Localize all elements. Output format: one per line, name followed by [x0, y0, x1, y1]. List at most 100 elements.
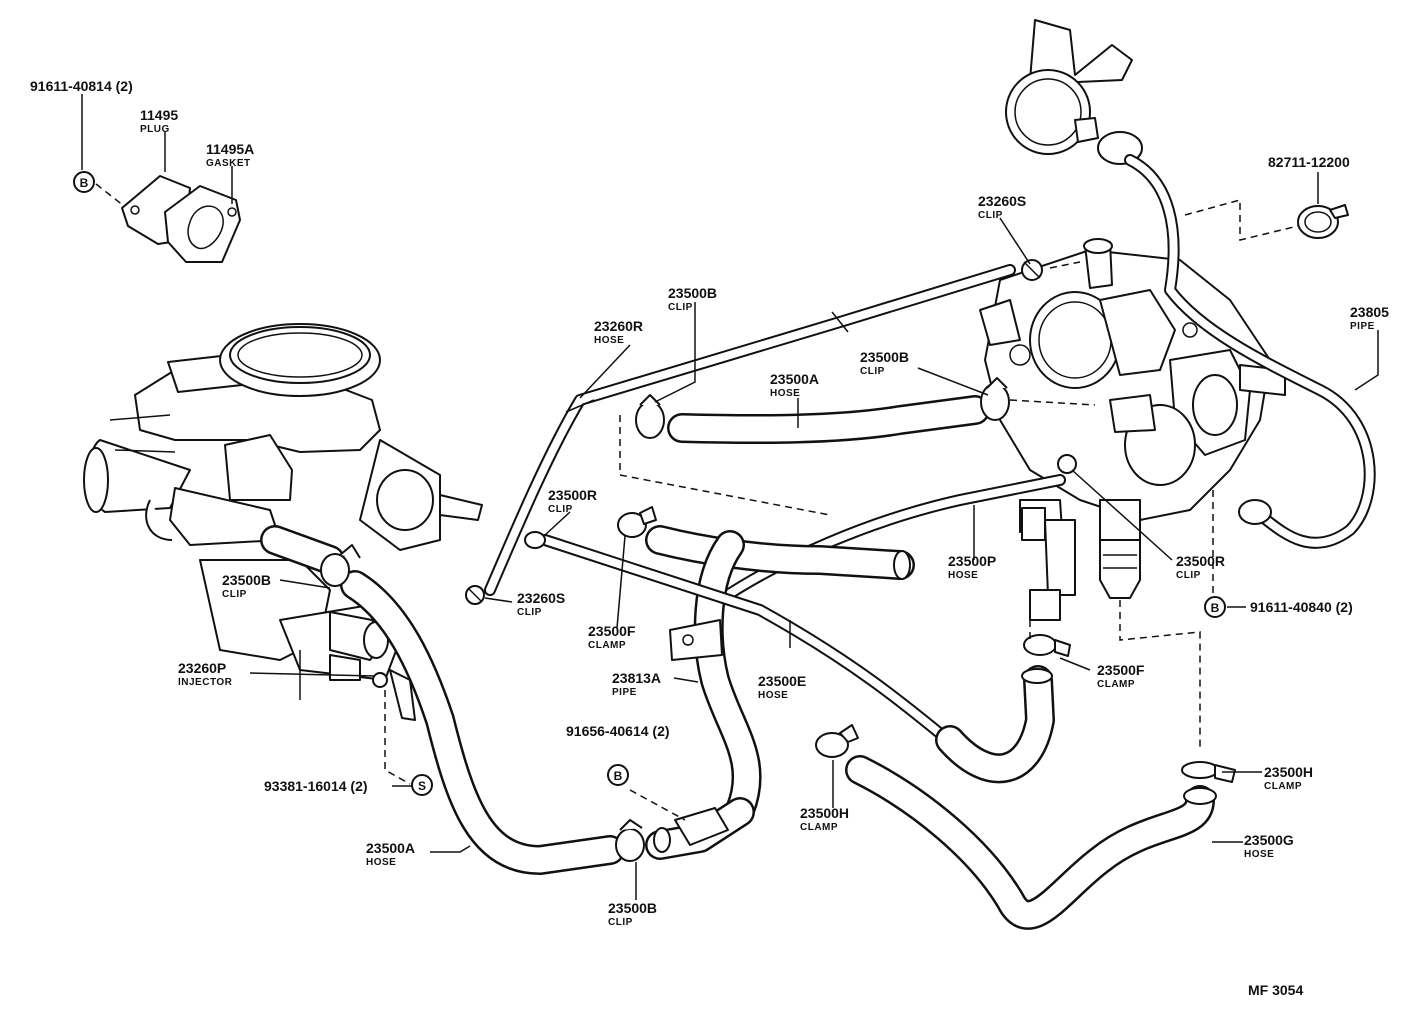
svg-text:B: B: [80, 176, 89, 190]
callout-23500b-clip-bottom: 23500B CLIP: [608, 900, 657, 928]
hose-23500g: [845, 755, 1217, 930]
svg-text:23260P: 23260P: [178, 660, 226, 676]
gasket-11495a: [164, 185, 241, 263]
svg-text:93381-16014 (2): 93381-16014 (2): [264, 778, 368, 794]
svg-text:CLIP: CLIP: [548, 504, 573, 515]
svg-text:23260S: 23260S: [978, 193, 1026, 209]
leader-lines: [81, 94, 1379, 900]
vacuum-switch: [1005, 19, 1143, 165]
svg-text:CLAMP: CLAMP: [1264, 781, 1302, 792]
callout-91656-40614: 91656-40614 (2): [566, 723, 670, 739]
hose-23500p: [714, 474, 1066, 606]
svg-text:CLIP: CLIP: [978, 210, 1003, 221]
svg-text:23813A: 23813A: [612, 670, 661, 686]
clamp-23500f-left: [617, 506, 657, 538]
callout-93381-16014: 93381-16014 (2): [264, 778, 368, 794]
regulator-nozzles: [1021, 507, 1141, 621]
callout-11495a-gasket: 11495A GASKET: [206, 141, 254, 169]
screw-dash: [384, 690, 411, 785]
callout-23260p-injector: 23260P INJECTOR: [178, 660, 233, 688]
svg-text:B: B: [614, 769, 623, 783]
svg-text:CLAMP: CLAMP: [800, 822, 838, 833]
svg-text:HOSE: HOSE: [948, 570, 978, 581]
svg-text:CLAMP: CLAMP: [588, 640, 626, 651]
pipe-23805: [1124, 154, 1376, 549]
svg-text:11495: 11495: [140, 107, 178, 123]
svg-text:23500H: 23500H: [800, 805, 849, 821]
bolt-symbol-top-left: B: [73, 171, 95, 193]
callout-23805-pipe: 23805 PIPE: [1350, 304, 1389, 332]
dash-23500b-top: [619, 415, 831, 516]
clip-23260s-upper: [1021, 259, 1043, 281]
svg-text:S: S: [418, 779, 426, 793]
clip-23500b-top: [635, 394, 665, 439]
hose-23500a-lower: [340, 570, 625, 875]
callout-23500b-clip-regulator: 23500B CLIP: [860, 349, 909, 377]
callout-23500r-clip-left: 23500R CLIP: [548, 487, 597, 515]
clip-23500r-right: [1057, 454, 1077, 474]
svg-text:GASKET: GASKET: [206, 158, 251, 169]
svg-text:23500A: 23500A: [770, 371, 819, 387]
hose-23500a-lower-end: [645, 797, 755, 860]
svg-text:B: B: [1211, 601, 1220, 615]
svg-text:CLIP: CLIP: [860, 366, 885, 377]
svg-text:23500B: 23500B: [222, 572, 271, 588]
svg-text:91611-40814 (2): 91611-40814 (2): [30, 78, 133, 94]
svg-text:23500H: 23500H: [1264, 764, 1313, 780]
svg-text:CLAMP: CLAMP: [1097, 679, 1135, 690]
callout-23500r-clip-right: 23500R CLIP: [1176, 553, 1225, 581]
svg-text:23500E: 23500E: [758, 673, 806, 689]
clamp-23500h-middle: [815, 724, 859, 758]
svg-text:23500F: 23500F: [588, 623, 636, 639]
callout-23500h-clamp-middle: 23500H CLAMP: [800, 805, 849, 833]
callout-23500a-hose-lower: 23500A HOSE: [366, 840, 415, 868]
hose-23500a-upper: [667, 395, 990, 445]
svg-text:23500R: 23500R: [1176, 553, 1225, 569]
svg-text:23500G: 23500G: [1244, 832, 1294, 848]
callout-23260r-hose: 23260R HOSE: [594, 318, 643, 346]
svg-text:INJECTOR: INJECTOR: [178, 677, 233, 688]
svg-text:91611-40840 (2): 91611-40840 (2): [1250, 599, 1353, 615]
screw-symbol: S: [411, 774, 433, 796]
svg-text:CLIP: CLIP: [1176, 570, 1201, 581]
pipe-23813a: [645, 525, 915, 825]
svg-text:CLIP: CLIP: [608, 917, 633, 928]
svg-text:82711-12200: 82711-12200: [1268, 154, 1350, 170]
svg-text:PIPE: PIPE: [1350, 321, 1375, 332]
svg-text:PIPE: PIPE: [612, 687, 637, 698]
svg-text:23260R: 23260R: [594, 318, 643, 334]
callout-23500p-hose: 23500P HOSE: [948, 553, 996, 581]
callout-91611-40814: 91611-40814 (2): [30, 78, 133, 94]
svg-text:23805: 23805: [1350, 304, 1389, 320]
callout-23500g-hose: 23500G HOSE: [1244, 832, 1294, 860]
regulator-assembly: [979, 238, 1286, 541]
callout-23500b-clip-top: 23500B CLIP: [668, 285, 717, 313]
dash-clamp-82711: [1184, 199, 1299, 241]
clip-23500b-regulator: [980, 377, 1010, 421]
svg-text:23500R: 23500R: [548, 487, 597, 503]
svg-text:HOSE: HOSE: [758, 690, 788, 701]
callout-23500b-clip-left: 23500B CLIP: [222, 572, 271, 600]
svg-text:CLIP: CLIP: [222, 589, 247, 600]
svg-text:CLIP: CLIP: [517, 607, 542, 618]
bolt-symbol-right: B: [1204, 596, 1226, 618]
dash-regulator-clip: [1009, 399, 1096, 406]
svg-text:HOSE: HOSE: [366, 857, 396, 868]
callout-23500f-clamp-right: 23500F CLAMP: [1097, 662, 1145, 690]
callout-11495-plug: 11495 PLUG: [140, 107, 178, 135]
clamp-23500h-right: [1181, 761, 1236, 783]
svg-text:PLUG: PLUG: [140, 124, 170, 135]
svg-text:23500P: 23500P: [948, 553, 996, 569]
clip-23500r-left: [524, 531, 546, 549]
svg-text:23500A: 23500A: [366, 840, 415, 856]
svg-text:23260S: 23260S: [517, 590, 565, 606]
svg-text:CLIP: CLIP: [668, 302, 693, 313]
bolt-symbol-bottom: B: [607, 764, 629, 786]
clip-23260s-left: [465, 585, 485, 605]
dash-23260s-hose: [1049, 261, 1081, 269]
svg-text:23500F: 23500F: [1097, 662, 1145, 678]
hose-23500b-left-stub: [260, 525, 345, 575]
hose-23500e: [539, 534, 1055, 784]
clip-23500b-left: [320, 544, 361, 587]
